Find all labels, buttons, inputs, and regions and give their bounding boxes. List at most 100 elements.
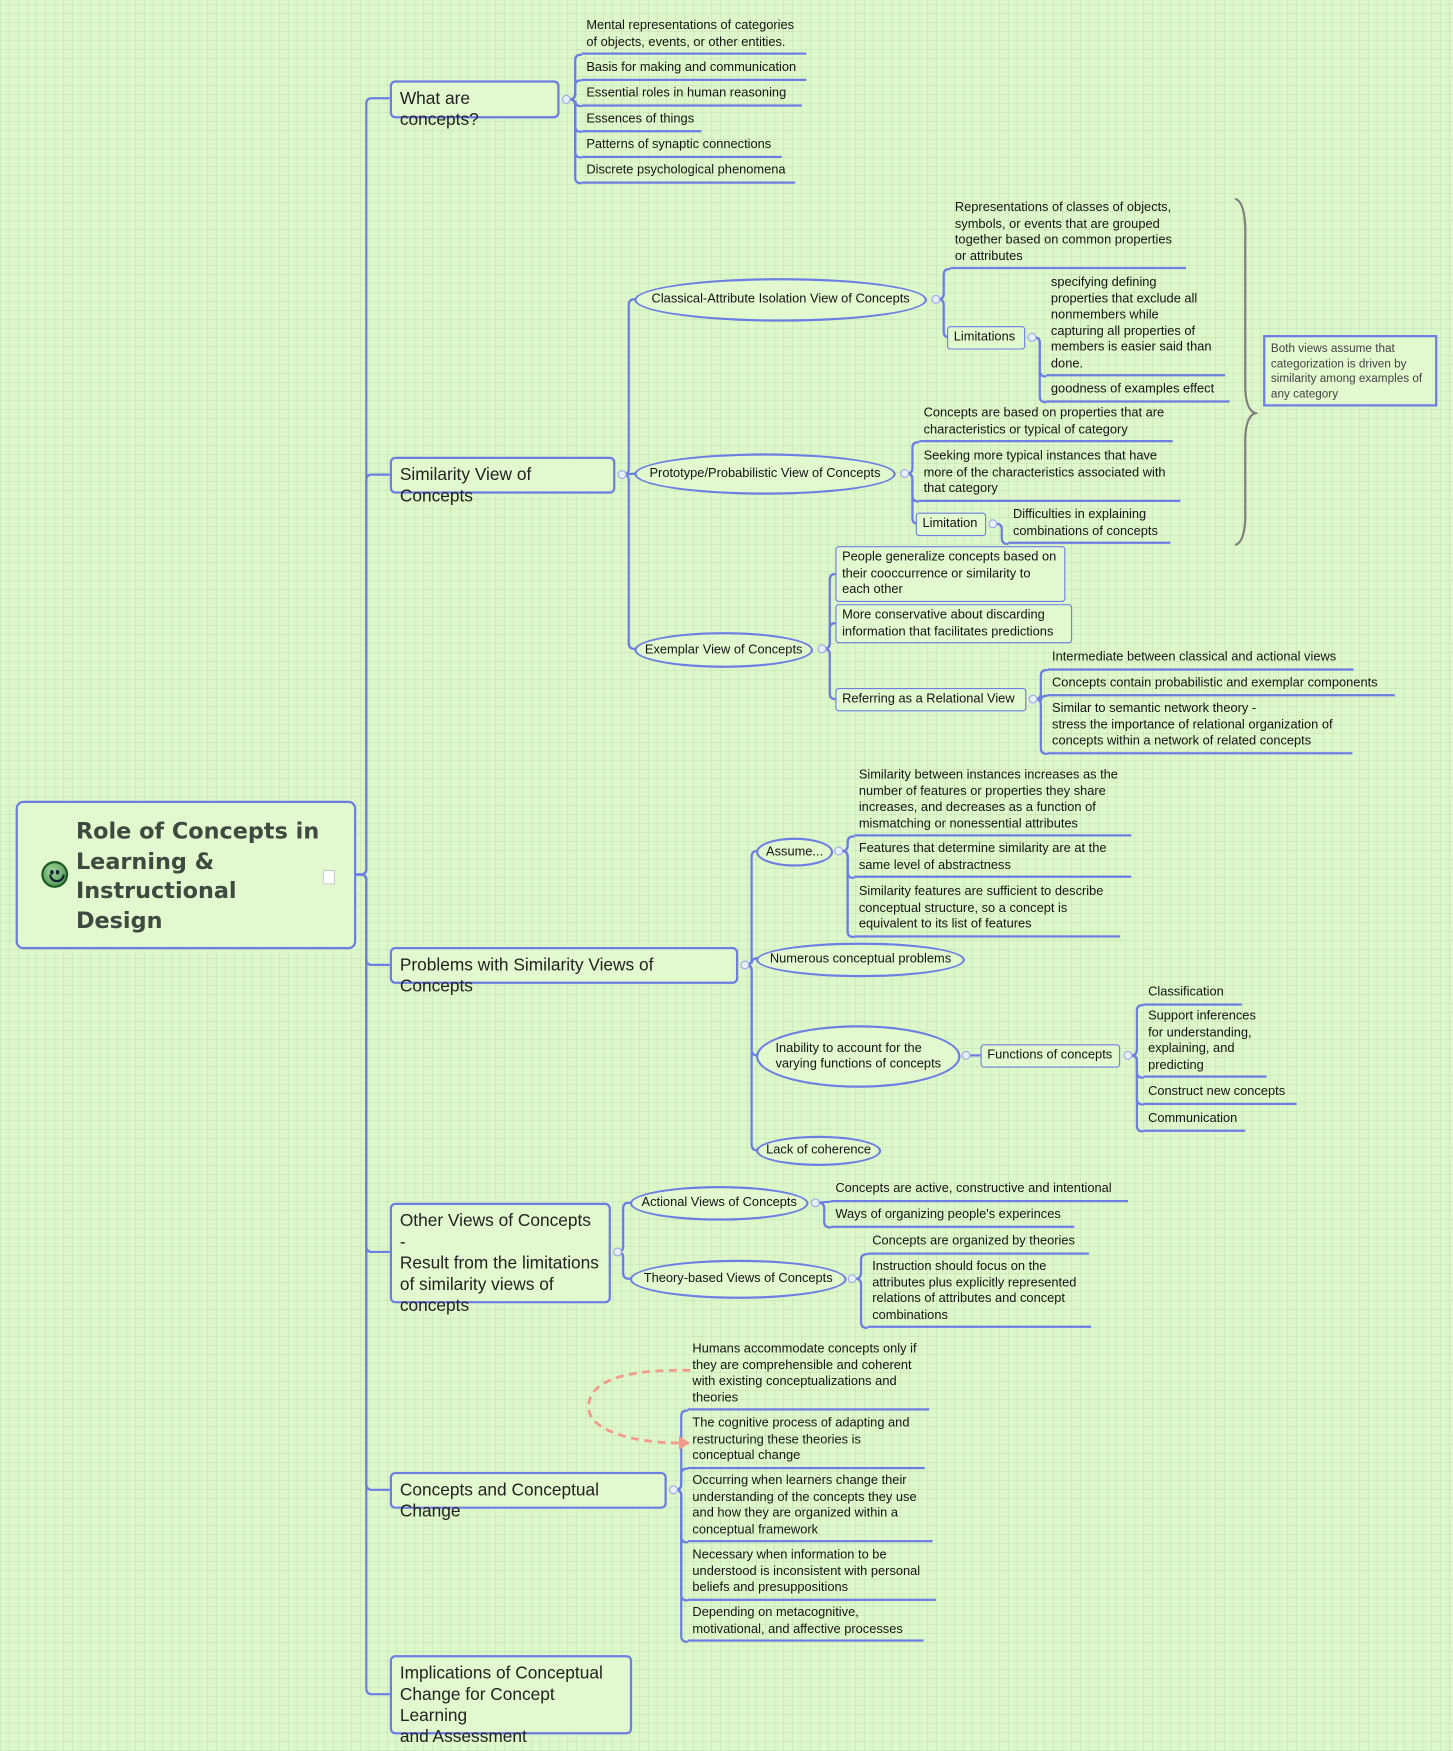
collapse-toggle-icon[interactable]: [817, 644, 827, 654]
list-item[interactable]: Ways of organizing people's experinces: [830, 1207, 1075, 1228]
subtopic-numerous-problems[interactable]: Numerous conceptual problems: [756, 942, 965, 978]
list-item[interactable]: Similar to semantic network theory - str…: [1047, 701, 1353, 754]
subtopic-limitation[interactable]: Limitation: [915, 512, 987, 537]
connector-line: [566, 98, 582, 159]
subtopic-actional-views[interactable]: Actional Views of Concepts: [629, 1186, 809, 1221]
collapse-toggle-icon[interactable]: [931, 294, 941, 304]
topic-what-are-concepts[interactable]: What are concepts?: [389, 80, 560, 130]
collapse-toggle-icon[interactable]: [740, 960, 750, 970]
topic-other-views[interactable]: Other Views of Concepts - Result from th…: [389, 1202, 611, 1316]
collapse-toggle-icon[interactable]: [900, 469, 910, 478]
subtopic-theory-views[interactable]: Theory-based Views of Concepts: [629, 1259, 847, 1299]
list-item[interactable]: The cognitive process of adapting and re…: [687, 1416, 925, 1469]
list-item[interactable]: Intermediate between classical and actio…: [1047, 649, 1354, 671]
central-topic[interactable]: Role of Concepts in Learning & Instructi…: [15, 800, 357, 950]
list-item[interactable]: Features that determine similarity are a…: [854, 841, 1132, 878]
subtopic-prototype-view[interactable]: Prototype/Probabilistic View of Concepts: [634, 453, 896, 495]
connector-line: [622, 298, 637, 476]
list-item[interactable]: More conservative about discarding infor…: [835, 604, 1073, 644]
connector-line: [356, 873, 390, 967]
list-item[interactable]: Concepts contain probabilistic and exemp…: [1047, 675, 1395, 696]
topic-conceptual-change[interactable]: Concepts and Conceptual Change: [389, 1471, 667, 1521]
collapse-toggle-icon[interactable]: [1027, 332, 1037, 342]
connector-line: [356, 873, 390, 1254]
topic-problems[interactable]: Problems with Similarity Views of Concep…: [389, 947, 739, 996]
list-item[interactable]: Representations of classes of objects, s…: [950, 200, 1187, 270]
list-item[interactable]: Concepts are active, constructive and in…: [830, 1181, 1128, 1202]
list-item[interactable]: People generalize concepts based on thei…: [835, 546, 1066, 602]
subtopic-exemplar-view[interactable]: Exemplar View of Concepts: [634, 632, 814, 668]
connector-line: [566, 53, 582, 101]
connector-line: [673, 1488, 688, 1643]
topic-similarity-view[interactable]: Similarity View of Concepts: [389, 456, 616, 506]
connector-line: [356, 873, 390, 1491]
connector-line: [815, 1201, 831, 1229]
collapse-toggle-icon[interactable]: [847, 1274, 857, 1284]
connector-line: [821, 647, 836, 701]
subtopic-limitations[interactable]: Limitations: [947, 326, 1026, 350]
list-item[interactable]: Concepts are organized by theories: [867, 1234, 1089, 1255]
smiley-icon: [41, 861, 69, 888]
subtopic-classical-view[interactable]: Classical-Attribute Isolation View of Co…: [634, 278, 927, 322]
central-topic-title: Role of Concepts in Learning & Instructi…: [75, 817, 320, 934]
list-item[interactable]: Discrete psychological phenomena: [581, 162, 796, 184]
list-item[interactable]: Communication: [1143, 1111, 1246, 1132]
subtopic-lack-of-coherence[interactable]: Lack of coherence: [756, 1135, 882, 1166]
collapse-toggle-icon[interactable]: [617, 470, 627, 480]
collapse-toggle-icon[interactable]: [561, 94, 571, 104]
collapse-toggle-icon[interactable]: [988, 519, 998, 529]
arrowhead-icon: [679, 1436, 691, 1450]
list-item[interactable]: Patterns of synaptic connections: [581, 137, 782, 158]
connector-line: [356, 873, 390, 1696]
list-item[interactable]: Humans accommodate concepts only if they…: [687, 1341, 930, 1411]
connector-line: [1031, 336, 1047, 404]
list-item[interactable]: Necessary when information to be underst…: [687, 1547, 936, 1601]
list-item[interactable]: Concepts are based on properties that ar…: [919, 405, 1173, 443]
connector-line: [744, 849, 759, 967]
collapse-toggle-icon[interactable]: [834, 846, 844, 856]
list-item[interactable]: Mental representations of categories of …: [581, 18, 807, 55]
connector-line: [622, 473, 637, 650]
connector-line: [935, 298, 951, 339]
subtopic-inability[interactable]: Inability to account for the varying fun…: [756, 1025, 961, 1088]
connector-line: [356, 97, 390, 876]
list-item[interactable]: Construct new concepts: [1143, 1084, 1297, 1105]
list-item[interactable]: Instruction should focus on the attribut…: [867, 1259, 1092, 1328]
list-item[interactable]: Essences of things: [581, 111, 702, 132]
subtopic-relational-view[interactable]: Referring as a Relational View: [835, 687, 1027, 712]
list-item[interactable]: Occurring when learners change their und…: [687, 1473, 933, 1543]
collapse-toggle-icon[interactable]: [1123, 1050, 1133, 1060]
list-item[interactable]: Difficulties in explaining combinations …: [1008, 507, 1171, 544]
connector-line: [821, 572, 836, 650]
subtopic-functions[interactable]: Functions of concepts: [980, 1044, 1121, 1068]
connector-line: [904, 472, 920, 525]
summary-note[interactable]: Both views assume that categorization is…: [1263, 335, 1438, 407]
collapse-toggle-icon[interactable]: [1028, 694, 1038, 704]
connector-line: [617, 1250, 633, 1280]
brace-icon: [1234, 197, 1259, 547]
list-item[interactable]: Basis for making and communication: [581, 60, 807, 81]
collapse-toggle-icon[interactable]: [613, 1247, 623, 1257]
list-item[interactable]: specifying defining properties that excl…: [1046, 275, 1226, 377]
list-item[interactable]: Similarity between instances increases a…: [854, 767, 1132, 837]
subtopic-assume[interactable]: Assume...: [756, 837, 834, 867]
connector-line: [566, 98, 582, 185]
collapse-toggle-icon[interactable]: [810, 1198, 820, 1208]
topic-implications[interactable]: Implications of Conceptual Change for Co…: [389, 1655, 633, 1747]
collapse-toggle-icon[interactable]: [961, 1050, 971, 1060]
list-item[interactable]: Support inferences for understanding, ex…: [1143, 1008, 1267, 1078]
list-item[interactable]: Classification: [1143, 984, 1242, 1006]
note-icon[interactable]: [322, 869, 336, 885]
list-item[interactable]: Seeking more typical instances that have…: [919, 448, 1181, 502]
list-item[interactable]: Similarity features are sufficient to de…: [854, 884, 1121, 937]
list-item[interactable]: Depending on metacognitive, motivational…: [687, 1605, 924, 1642]
list-item[interactable]: goodness of examples effect: [1046, 381, 1230, 403]
connector-line: [852, 1277, 868, 1329]
relationship-arrow[interactable]: [587, 1368, 691, 1445]
connector-line: [1127, 1054, 1144, 1106]
collapse-toggle-icon[interactable]: [668, 1485, 678, 1495]
connector-line: [1127, 1004, 1144, 1057]
list-item[interactable]: Essential roles in human reasoning: [581, 85, 802, 107]
